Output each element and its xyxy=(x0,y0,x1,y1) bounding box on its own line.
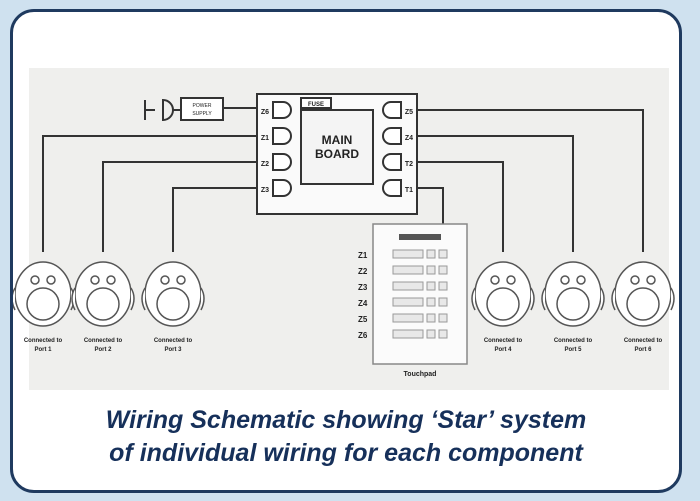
fuse-box xyxy=(300,97,332,109)
plug-icon xyxy=(144,98,181,122)
caption-line-1: Wiring Schematic showing ‘Star’ system xyxy=(105,406,587,434)
caption-line-2: of individual wiring for each component xyxy=(109,439,583,467)
schematic-card: POWER SUPPLY FUSE MAIN BOARD Z6 Z1 Z2 Z3… xyxy=(10,9,682,493)
main-board-label-1: MAIN xyxy=(322,133,353,147)
power-supply-box xyxy=(180,97,224,121)
touchpad-label: Touchpad xyxy=(404,371,437,378)
head-1 xyxy=(13,261,75,327)
port-label-right-4: T1 xyxy=(405,187,413,194)
power-supply-label-2: SUPPLY xyxy=(192,111,212,117)
head-3 xyxy=(141,261,205,327)
port-label-left-1: Z6 xyxy=(261,109,269,116)
port-label-left-3: Z2 xyxy=(261,161,269,168)
main-board-label-2: BOARD xyxy=(315,147,359,161)
head-6 xyxy=(611,261,675,327)
head-5 xyxy=(541,261,605,327)
touchpad-zone-1: Z1 xyxy=(358,251,368,260)
caption: Wiring Schematic showing ‘Star’ system o… xyxy=(13,404,679,470)
head-6-label-2: Port 6 xyxy=(634,347,652,353)
head-4-label-1: Connected to xyxy=(484,338,523,344)
power-supply-label-1: POWER xyxy=(193,103,212,109)
touchpad-zone-6: Z6 xyxy=(358,331,368,340)
head-1-label-2: Port 1 xyxy=(34,347,52,353)
port-label-right-3: T2 xyxy=(405,161,413,168)
head-4 xyxy=(471,261,535,327)
port-label-left-2: Z1 xyxy=(261,135,269,142)
head-2-label-1: Connected to xyxy=(84,338,123,344)
touchpad xyxy=(372,223,468,365)
wiring-schematic: POWER SUPPLY FUSE MAIN BOARD Z6 Z1 Z2 Z3… xyxy=(13,93,675,378)
head-3-label-2: Port 3 xyxy=(164,347,182,353)
head-6-label-1: Connected to xyxy=(624,338,663,344)
head-2 xyxy=(71,261,135,327)
main-board-core xyxy=(300,109,374,185)
head-4-label-2: Port 4 xyxy=(494,347,512,353)
touchpad-zone-3: Z3 xyxy=(358,283,368,292)
port-label-right-2: Z4 xyxy=(405,135,413,142)
port-label-right-1: Z5 xyxy=(405,109,413,116)
head-3-label-1: Connected to xyxy=(154,338,193,344)
head-1-label-1: Connected to xyxy=(24,338,63,344)
port-label-left-4: Z3 xyxy=(261,187,269,194)
head-2-label-2: Port 2 xyxy=(94,347,112,353)
touchpad-zone-5: Z5 xyxy=(358,315,368,324)
head-5-label-2: Port 5 xyxy=(564,347,582,353)
touchpad-zone-2: Z2 xyxy=(358,267,368,276)
fuse-label: FUSE xyxy=(308,102,324,108)
head-5-label-1: Connected to xyxy=(554,338,593,344)
touchpad-zone-4: Z4 xyxy=(358,299,368,308)
